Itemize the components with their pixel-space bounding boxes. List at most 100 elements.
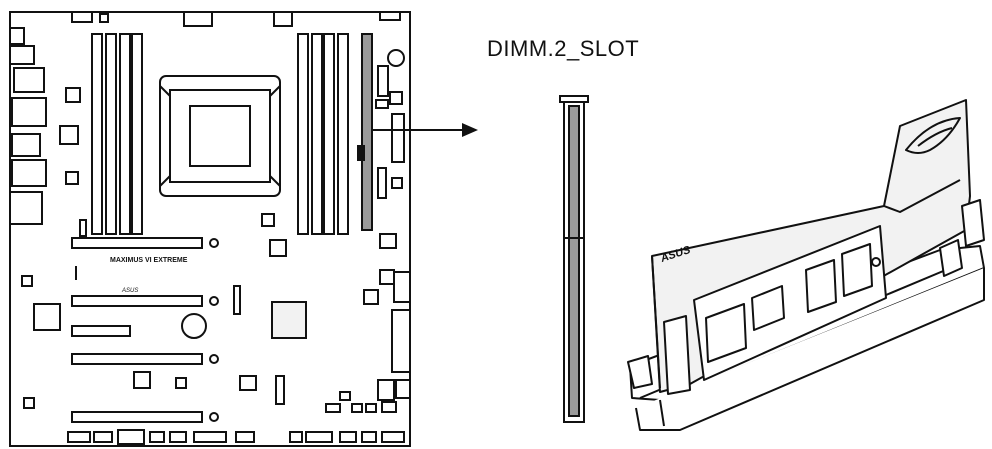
rear-io-port — [11, 159, 47, 187]
pcie-latch — [209, 412, 219, 422]
component — [351, 403, 363, 413]
fan-header — [273, 11, 293, 27]
module-chip — [751, 285, 785, 331]
bottom-header — [305, 431, 333, 443]
rog-eye-logo — [905, 117, 961, 154]
cmos-battery — [181, 313, 207, 339]
top-connector — [99, 13, 109, 23]
rear-io-port — [9, 45, 35, 65]
slot-top-latch — [559, 95, 589, 103]
component — [377, 379, 395, 401]
component — [365, 403, 377, 413]
cpu — [189, 105, 251, 167]
component — [33, 303, 61, 331]
top-connector — [379, 11, 401, 21]
dimm-slot — [131, 33, 143, 235]
component — [357, 145, 365, 161]
slot-channel — [568, 105, 580, 417]
component — [59, 125, 79, 145]
dimm-slot — [337, 33, 349, 235]
module-mount-hole — [871, 257, 881, 267]
rear-io-port — [9, 27, 25, 45]
component — [375, 99, 389, 109]
board-outline — [9, 11, 411, 447]
sata-port — [393, 271, 411, 303]
component — [23, 397, 35, 409]
pcie-latch — [209, 296, 219, 306]
bottom-header — [381, 431, 405, 443]
pcie-latch — [209, 354, 219, 364]
component — [395, 379, 411, 399]
bottom-header — [235, 431, 255, 443]
dimm-slot — [323, 33, 335, 235]
dimm-slot — [91, 33, 103, 235]
socket-detail — [159, 85, 171, 97]
header — [377, 167, 387, 199]
pcie-slot — [71, 353, 203, 365]
top-connector — [71, 11, 93, 23]
component — [379, 269, 395, 285]
component — [391, 177, 403, 189]
board-model-text: MAXIMUS VI EXTREME — [110, 257, 188, 264]
motherboard — [9, 11, 411, 447]
component — [79, 219, 87, 237]
header — [391, 113, 405, 163]
slot-side — [635, 268, 985, 431]
component — [261, 213, 275, 227]
cpu-socket — [159, 75, 281, 197]
module-chip — [705, 303, 747, 363]
bottom-header — [289, 431, 303, 443]
bottom-header — [93, 431, 113, 443]
bottom-header — [361, 431, 377, 443]
slot-edge — [659, 399, 665, 427]
cpu-power-connector — [183, 11, 213, 27]
rear-io-port — [11, 97, 47, 127]
rear-io-port — [11, 133, 41, 157]
component — [239, 375, 257, 391]
dimm-slot — [105, 33, 117, 235]
slot-end-right — [939, 239, 963, 277]
component — [21, 275, 33, 287]
module-fold — [883, 179, 961, 213]
slot-latch-right — [961, 199, 985, 247]
socket-detail — [269, 85, 281, 97]
bottom-header — [149, 431, 165, 443]
component — [379, 233, 397, 249]
dimm2-slot-vertical — [559, 95, 589, 423]
component — [175, 377, 187, 389]
component — [389, 91, 403, 105]
header — [377, 65, 389, 97]
component-round — [387, 49, 405, 67]
module-chip — [805, 259, 837, 313]
rog-eye-logo-detail — [917, 127, 953, 147]
usb-header-stack — [391, 309, 411, 373]
bottom-header — [169, 431, 187, 443]
pcie-slot — [71, 325, 131, 337]
component — [275, 375, 285, 405]
board-brand-text: ASUS — [121, 288, 138, 294]
dimm2-slot-label: DIMM.2_SLOT — [487, 36, 640, 61]
pcie-slot — [71, 237, 203, 249]
module-chip — [841, 243, 873, 297]
pcie-slot — [71, 295, 203, 307]
bottom-header — [117, 429, 145, 445]
component — [381, 401, 397, 413]
component — [339, 391, 351, 401]
dimm2-card-illustration — [627, 99, 985, 431]
slot-latch-left — [663, 315, 691, 395]
slot-end-left — [627, 355, 653, 389]
socket-detail — [269, 175, 281, 187]
component — [133, 371, 151, 389]
pcie-latch — [209, 238, 219, 248]
chipset — [271, 301, 307, 339]
dimm-slot — [297, 33, 309, 235]
component — [65, 87, 81, 103]
cpu-socket-frame — [169, 89, 271, 183]
header — [233, 285, 241, 315]
arrow-right-icon — [372, 123, 478, 137]
bottom-header — [193, 431, 227, 443]
dimm2-slot-on-board — [361, 33, 373, 231]
rear-io-port — [13, 67, 45, 93]
component — [363, 289, 379, 305]
